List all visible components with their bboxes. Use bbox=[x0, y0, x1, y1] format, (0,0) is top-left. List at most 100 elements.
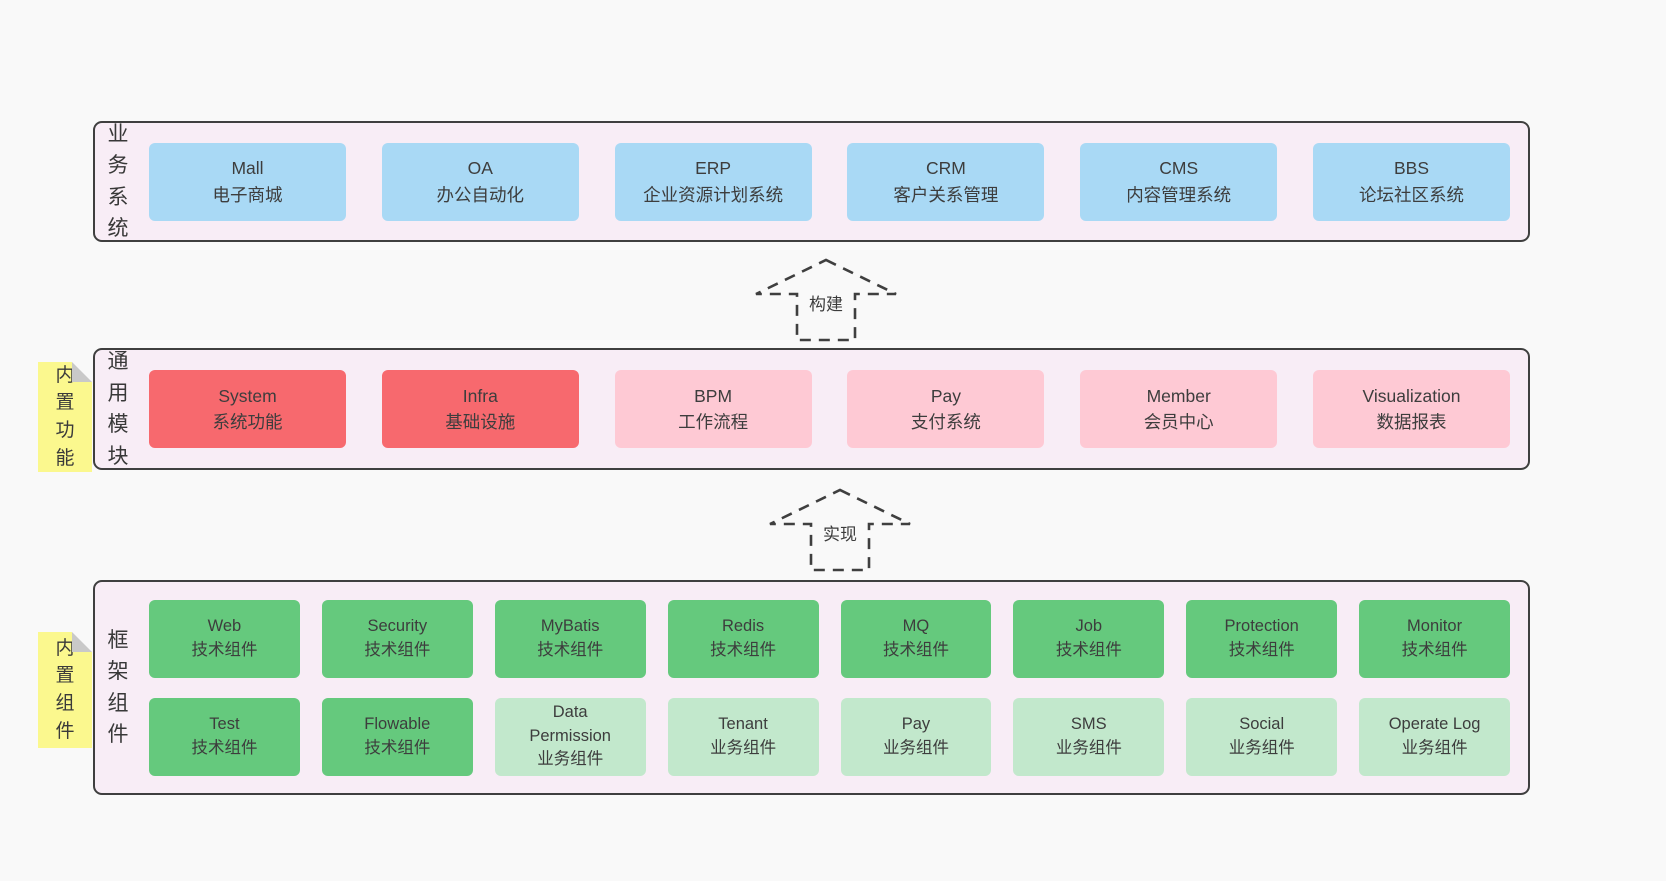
box-title: Social bbox=[1239, 715, 1285, 734]
box-title: Mall bbox=[231, 158, 264, 179]
box-subtitle: 技术组件 bbox=[364, 738, 431, 757]
box-erp: ERP 企业资源计划系统 bbox=[614, 142, 812, 221]
box-title: Visualization bbox=[1362, 385, 1461, 406]
box-bbs: BBS 论坛社区系统 bbox=[1312, 142, 1510, 221]
box-system: System 系统功能 bbox=[149, 370, 346, 448]
box-title: ERP bbox=[695, 158, 732, 179]
box-infra: Infra 基础设施 bbox=[381, 370, 579, 448]
box-subtitle: 技术组件 bbox=[364, 640, 431, 659]
box-sms: SMS 业务组件 bbox=[1013, 697, 1165, 776]
box-test: Test 技术组件 bbox=[149, 697, 300, 776]
box-visualization: Visualization 数据报表 bbox=[1312, 370, 1510, 448]
box-subtitle: 客户关系管理 bbox=[893, 184, 999, 205]
box-title: Web bbox=[207, 617, 242, 636]
box-title: Job bbox=[1075, 617, 1103, 636]
box-data-permission: Data Permission 业务组件 bbox=[494, 697, 646, 776]
box-subtitle: 工作流程 bbox=[678, 412, 749, 432]
box-member: Member 会员中心 bbox=[1080, 370, 1278, 448]
box-title: Pay bbox=[930, 385, 961, 406]
box-subtitle: 数据报表 bbox=[1376, 412, 1447, 432]
box-subtitle: 系统功能 bbox=[212, 412, 283, 432]
box-crm: CRM 客户关系管理 bbox=[847, 142, 1045, 221]
framework-components-layer: 框架组件 Web 技术组件 Security 技术组件 MyBatis 技术组件… bbox=[93, 580, 1530, 795]
build-arrow: 构建 bbox=[752, 257, 900, 343]
business-systems-layer: 业务系统 Mall 电子商城 OA 办公自动化 ERP 企业资源计划系统 CRM… bbox=[93, 121, 1530, 242]
modules-boxes-row: System 系统功能 Infra 基础设施 BPM 工作流程 Pay 支付系统… bbox=[141, 370, 1528, 448]
box-subtitle: 业务组件 bbox=[1228, 738, 1295, 757]
box-title: Member bbox=[1146, 385, 1211, 406]
box-title: BPM bbox=[694, 385, 733, 406]
layer-label-modules: 通用模块 bbox=[95, 346, 141, 472]
box-subtitle: 业务组件 bbox=[710, 738, 777, 757]
box-subtitle: 业务组件 bbox=[1055, 738, 1122, 757]
box-title: Test bbox=[209, 715, 240, 734]
box-title: MQ bbox=[902, 617, 930, 636]
box-subtitle: 企业资源计划系统 bbox=[643, 184, 784, 205]
box-subtitle: 技术组件 bbox=[191, 738, 258, 757]
box-cms: CMS 内容管理系统 bbox=[1080, 142, 1278, 221]
box-title: CMS bbox=[1159, 158, 1199, 179]
box-subtitle: 支付系统 bbox=[910, 412, 981, 432]
layer-label-text: 框架组件 bbox=[107, 628, 129, 747]
box-subtitle: 办公自动化 bbox=[436, 184, 525, 205]
box-title: Security bbox=[367, 617, 428, 636]
box-subtitle: 内容管理系统 bbox=[1126, 184, 1232, 205]
box-title: Redis bbox=[721, 617, 765, 636]
box-subtitle: 技术组件 bbox=[882, 640, 949, 659]
box-security: Security 技术组件 bbox=[321, 599, 473, 678]
box-title: System bbox=[218, 385, 277, 406]
layer-label-business: 业务系统 bbox=[95, 119, 141, 245]
components-grid: Web 技术组件 Security 技术组件 MyBatis 技术组件 Redi… bbox=[141, 599, 1528, 776]
box-title: Data Permission bbox=[529, 703, 611, 745]
box-title: OA bbox=[467, 158, 493, 179]
arrow-up-icon bbox=[769, 488, 911, 572]
box-mq: MQ 技术组件 bbox=[840, 599, 992, 678]
box-subtitle: 技术组件 bbox=[1055, 640, 1122, 659]
box-subtitle: 技术组件 bbox=[537, 640, 604, 659]
box-subtitle: 会员中心 bbox=[1143, 412, 1214, 432]
business-boxes-row: Mall 电子商城 OA 办公自动化 ERP 企业资源计划系统 CRM 客户关系… bbox=[141, 142, 1528, 221]
box-pay-system: Pay 支付系统 bbox=[847, 370, 1045, 448]
box-mybatis: MyBatis 技术组件 bbox=[494, 599, 646, 678]
sticky-note-builtin-features: 内置功能 bbox=[38, 362, 92, 472]
layer-label-components: 框架组件 bbox=[95, 625, 141, 751]
box-monitor: Monitor 技术组件 bbox=[1359, 599, 1510, 678]
box-web: Web 技术组件 bbox=[149, 599, 300, 678]
box-title: Protection bbox=[1224, 617, 1299, 636]
implement-arrow: 实现 bbox=[766, 487, 914, 573]
box-pay-component: Pay 业务组件 bbox=[840, 697, 992, 776]
box-operate-log: Operate Log 业务组件 bbox=[1359, 697, 1510, 776]
box-title: SMS bbox=[1070, 715, 1107, 734]
box-subtitle: 技术组件 bbox=[1401, 640, 1468, 659]
sticky-note-text: 内置组件 bbox=[55, 637, 75, 742]
sticky-note-text: 内置功能 bbox=[55, 364, 75, 469]
box-subtitle: 技术组件 bbox=[710, 640, 777, 659]
box-title: BBS bbox=[1393, 158, 1429, 179]
box-subtitle: 业务组件 bbox=[882, 738, 949, 757]
arrow-up-icon bbox=[755, 258, 897, 342]
sticky-note-builtin-components: 内置组件 bbox=[38, 632, 92, 748]
layer-label-text: 业务系统 bbox=[107, 122, 129, 241]
box-bpm: BPM 工作流程 bbox=[614, 370, 812, 448]
box-mall: Mall 电子商城 bbox=[149, 142, 346, 221]
box-social: Social 业务组件 bbox=[1186, 697, 1338, 776]
box-subtitle: 基础设施 bbox=[445, 412, 516, 432]
box-subtitle: 业务组件 bbox=[537, 750, 604, 769]
implement-arrow-label: 实现 bbox=[820, 520, 860, 545]
box-title: Flowable bbox=[364, 715, 431, 734]
box-subtitle: 论坛社区系统 bbox=[1358, 184, 1464, 205]
box-oa: OA 办公自动化 bbox=[381, 142, 579, 221]
box-flowable: Flowable 技术组件 bbox=[321, 697, 473, 776]
box-title: CRM bbox=[925, 158, 966, 179]
box-protection: Protection 技术组件 bbox=[1186, 599, 1338, 678]
common-modules-layer: 通用模块 System 系统功能 Infra 基础设施 BPM 工作流程 Pay… bbox=[93, 348, 1530, 470]
box-title: Tenant bbox=[718, 715, 768, 734]
box-subtitle: 技术组件 bbox=[1228, 640, 1295, 659]
layer-label-text: 通用模块 bbox=[107, 350, 129, 468]
box-job: Job 技术组件 bbox=[1013, 599, 1165, 678]
box-subtitle: 业务组件 bbox=[1401, 738, 1468, 757]
box-redis: Redis 技术组件 bbox=[667, 599, 819, 678]
box-title: Operate Log bbox=[1388, 715, 1481, 734]
box-title: Pay bbox=[901, 715, 931, 734]
box-title: MyBatis bbox=[540, 617, 600, 636]
